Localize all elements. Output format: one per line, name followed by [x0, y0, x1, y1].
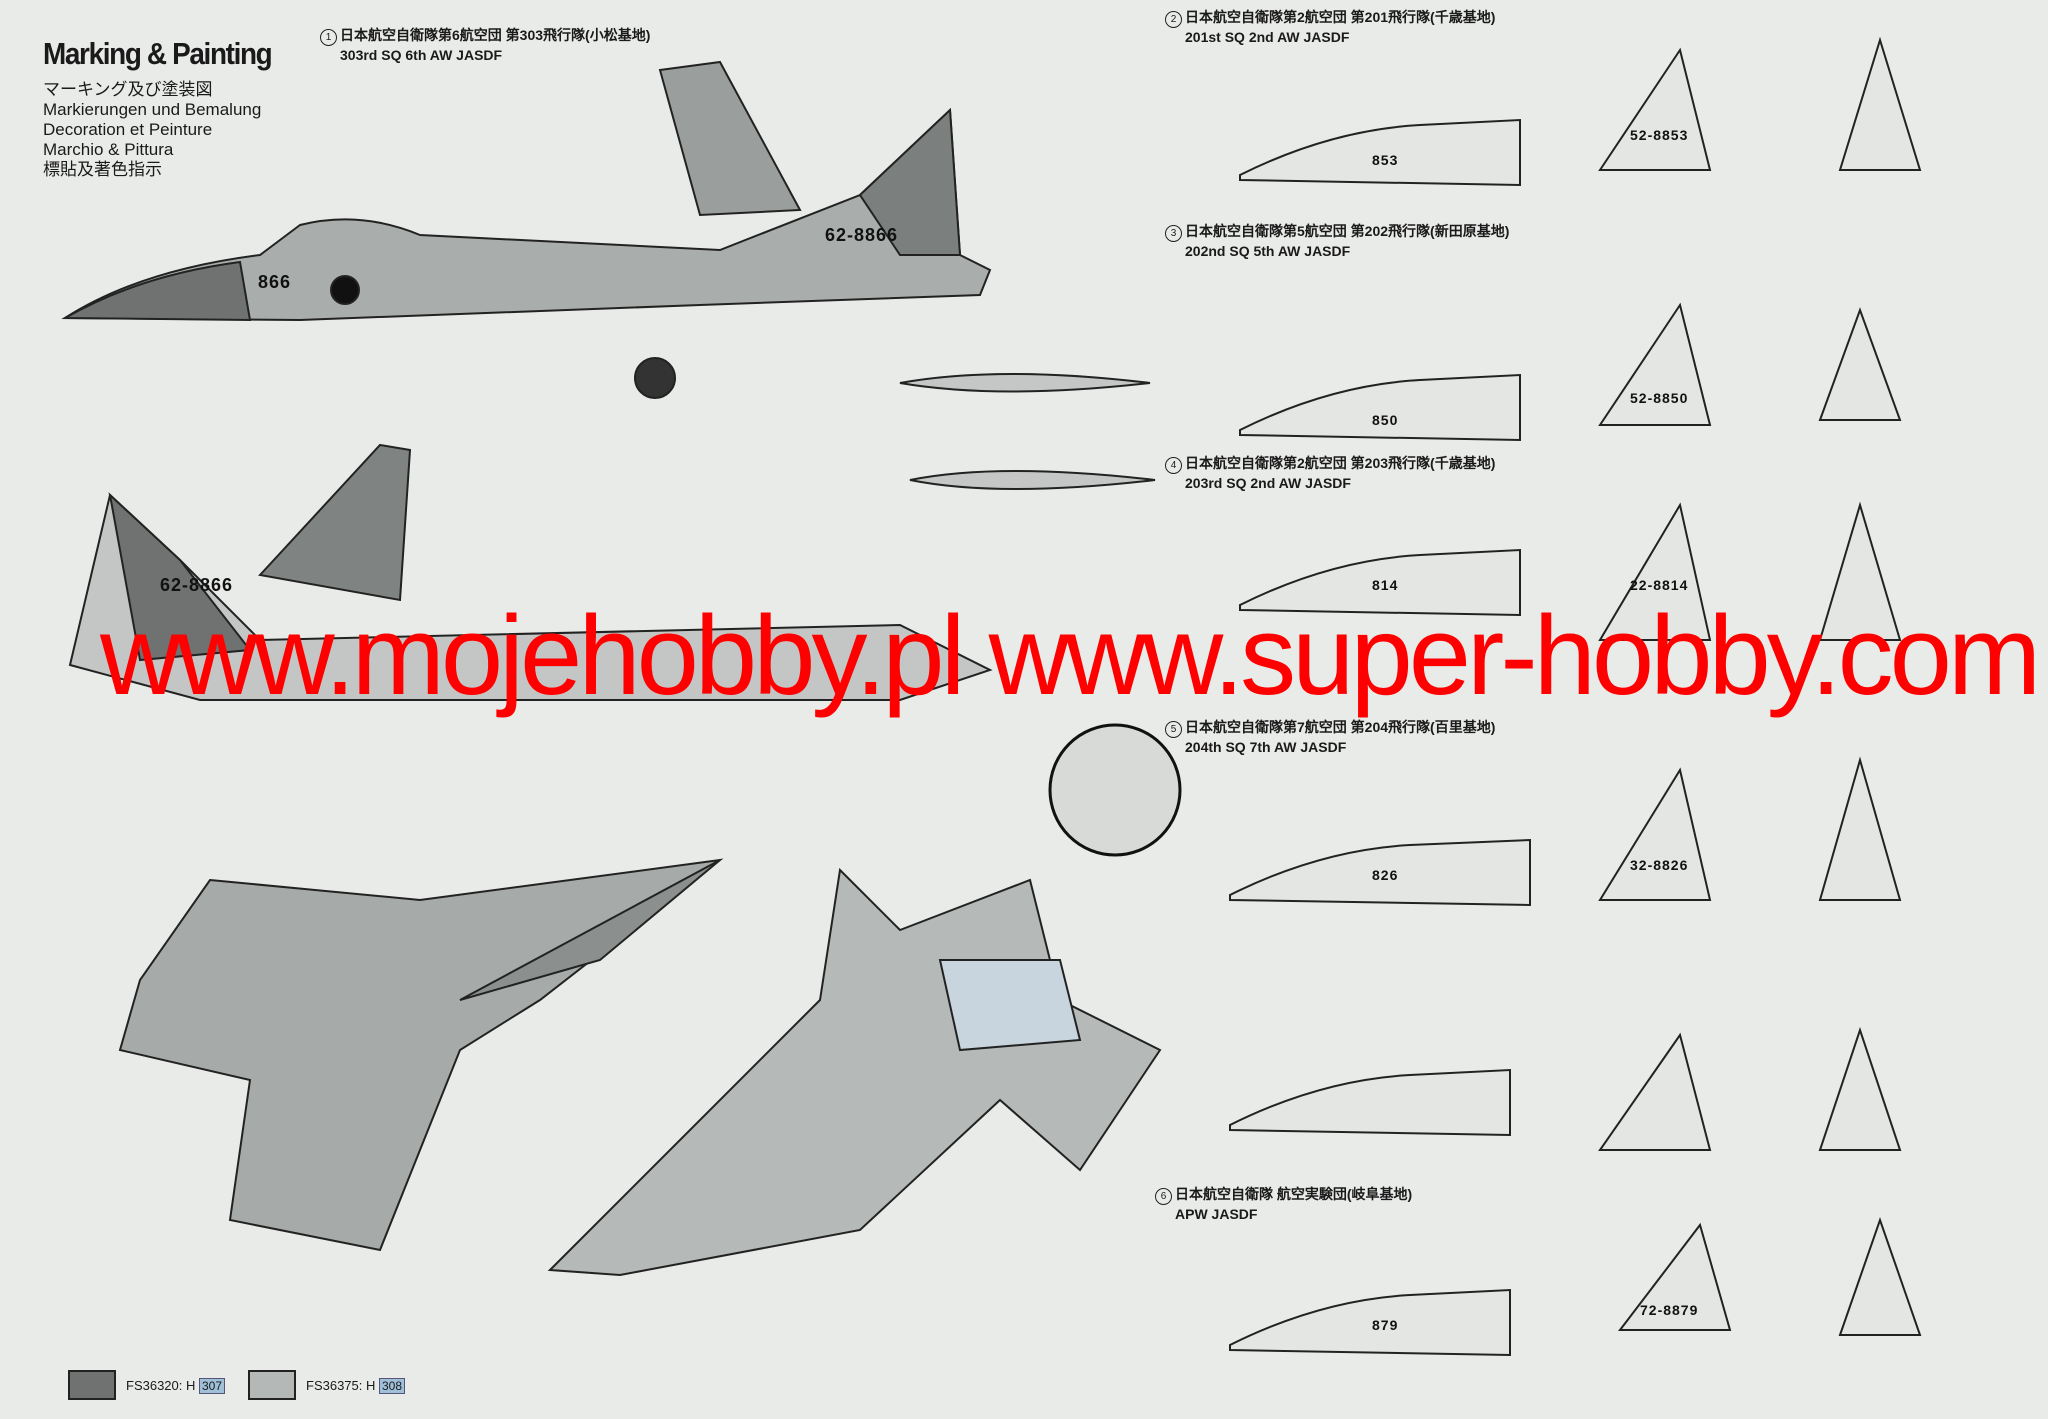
side-view-aircraft-1 [61, 60, 992, 399]
legend-item-dark-gray: FS36320: H 307 [68, 1370, 226, 1400]
detail-callout [1048, 723, 1182, 857]
nose-serial-6: 879 [1372, 1317, 1399, 1333]
subtitle-cn: 標貼及著色指示 [43, 160, 162, 179]
tail-serial-6: 72-8879 [1640, 1302, 1699, 1318]
subtitle-it: Marchio & Pittura [43, 140, 174, 159]
subtitle-fr: Decoration et Peinture [43, 120, 213, 139]
tail-serial-5: 32-8826 [1630, 857, 1689, 873]
color-swatch [68, 1370, 116, 1400]
side-view-aircraft-2 [68, 443, 993, 701]
subtitle-de: Markierungen und Bemalung [43, 100, 262, 119]
tail-serial-3: 52-8850 [1630, 390, 1689, 406]
color-swatch [248, 1370, 296, 1400]
watermark: www.mojehobby.pl www.super-hobby.com [100, 593, 2041, 718]
nose-serial-1: 866 [258, 272, 292, 292]
drop-tanks [899, 373, 1156, 490]
tail-serial-2: 52-8853 [1630, 127, 1689, 143]
nose-serial-5: 826 [1372, 867, 1399, 883]
tail-serial-4: 22-8814 [1630, 577, 1689, 593]
subtitle-jp: マーキング及び塗装図 [43, 80, 213, 99]
nose-serial-2: 853 [1372, 152, 1399, 168]
tail-serial-1: 62-8866 [825, 225, 899, 245]
page-title: Marking & Painting [43, 36, 273, 71]
legend-item-light-gray: FS36375: H 308 [248, 1370, 406, 1400]
top-view-aircraft [118, 858, 724, 1252]
tail-serial-1b: 62-8866 [160, 575, 234, 595]
marking-variant-views [1229, 36, 1922, 1357]
bottom-view-aircraft [547, 867, 1162, 1277]
nose-serial-4: 814 [1372, 577, 1399, 593]
nose-serial-3: 850 [1372, 412, 1399, 428]
